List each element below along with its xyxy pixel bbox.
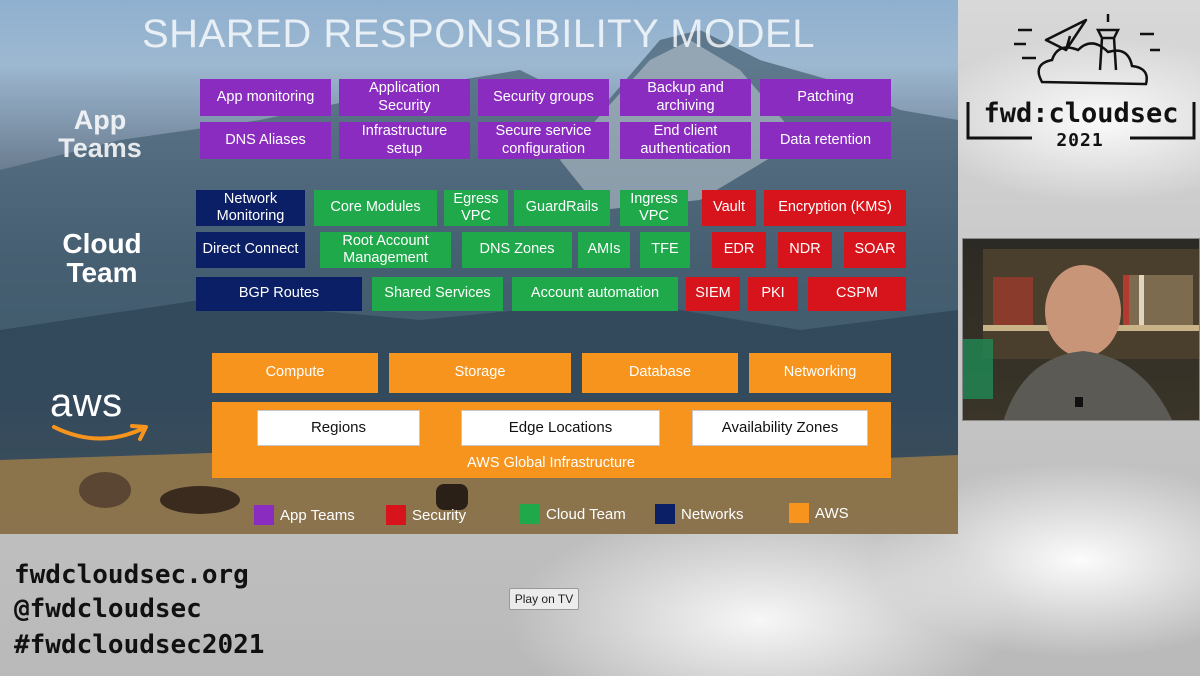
box-account-automation: Account automation (512, 277, 678, 311)
legend-app-teams: App Teams (254, 505, 355, 525)
brand-year: 2021 (1056, 130, 1104, 151)
box-dns-zones: DNS Zones (462, 232, 572, 268)
legend-label: Cloud Team (546, 505, 626, 523)
aws-logo-text: aws (50, 381, 123, 425)
slide-title: SHARED RESPONSIBILITY MODEL (142, 12, 815, 56)
legend-label: Security (412, 506, 467, 524)
aws-logo: aws (50, 383, 160, 450)
legend-aws: AWS (789, 503, 849, 523)
box-amis: AMIs (578, 232, 630, 268)
box-shared-services: Shared Services (372, 277, 503, 311)
speaker-video-image (963, 249, 1199, 420)
box-networking: Networking (749, 353, 891, 393)
box-infrastructure-setup: Infrastructure setup (339, 122, 470, 159)
box-compute: Compute (212, 353, 378, 393)
box-soar: SOAR (844, 232, 906, 268)
aws-smile-icon (52, 424, 148, 441)
box-storage: Storage (389, 353, 571, 393)
box-pki: PKI (748, 277, 798, 311)
legend-networks: Networks (655, 504, 744, 524)
box-tfe: TFE (640, 232, 690, 268)
legend-swatch (655, 504, 675, 524)
box-secure-service-config: Secure service configuration (478, 122, 609, 159)
footer-handle: @fwdcloudsec (14, 594, 202, 624)
box-bgp-routes: BGP Routes (196, 277, 362, 311)
box-guardrails: GuardRails (514, 190, 610, 226)
footer-hashtag: #fwdcloudsec2021 (14, 630, 265, 660)
box-core-modules: Core Modules (314, 190, 437, 226)
box-root-account-mgmt: Root Account Management (320, 232, 451, 268)
legend-swatch (520, 504, 540, 524)
fwdcloudsec-logo-icon (966, 14, 1196, 140)
box-ingress-vpc: Ingress VPC (620, 190, 688, 226)
legend-label: Networks (681, 505, 744, 523)
box-dns-aliases: DNS Aliases (200, 122, 331, 159)
brand-name: fwd:cloudsec (983, 98, 1179, 129)
box-data-retention: Data retention (760, 122, 891, 159)
legend-label: AWS (815, 504, 849, 522)
play-on-tv-button[interactable]: Play on TV (509, 588, 579, 610)
box-edr: EDR (712, 232, 766, 268)
box-patching: Patching (760, 79, 891, 116)
box-end-client-auth: End client authentication (620, 122, 751, 159)
box-backup-archiving: Backup and archiving (620, 79, 751, 116)
box-vault: Vault (702, 190, 756, 226)
legend-swatch (386, 505, 406, 525)
box-direct-connect: Direct Connect (196, 232, 305, 268)
box-network-monitoring: Network Monitoring (196, 190, 305, 226)
box-database: Database (582, 353, 738, 393)
box-edge-locations: Edge Locations (461, 410, 660, 446)
legend-swatch (789, 503, 809, 523)
box-security-groups: Security groups (478, 79, 609, 116)
box-application-security: Application Security (339, 79, 470, 116)
legend-security: Security (386, 505, 466, 525)
box-app-monitoring: App monitoring (200, 79, 331, 116)
box-regions: Regions (257, 410, 420, 446)
footer-site: fwdcloudsec.org (14, 560, 249, 590)
aws-global-label: AWS Global Infrastructure (467, 455, 635, 471)
legend-label: App Teams (280, 506, 355, 524)
speaker-webcam (962, 238, 1200, 421)
box-encryption-kms: Encryption (KMS) (764, 190, 906, 226)
box-ndr: NDR (778, 232, 832, 268)
box-egress-vpc: Egress VPC (444, 190, 508, 226)
box-availability-zones: Availability Zones (692, 410, 868, 446)
legend-cloud-team: Cloud Team (520, 504, 626, 524)
box-cspm: CSPM (808, 277, 906, 311)
box-siem: SIEM (686, 277, 740, 311)
legend-swatch (254, 505, 274, 525)
